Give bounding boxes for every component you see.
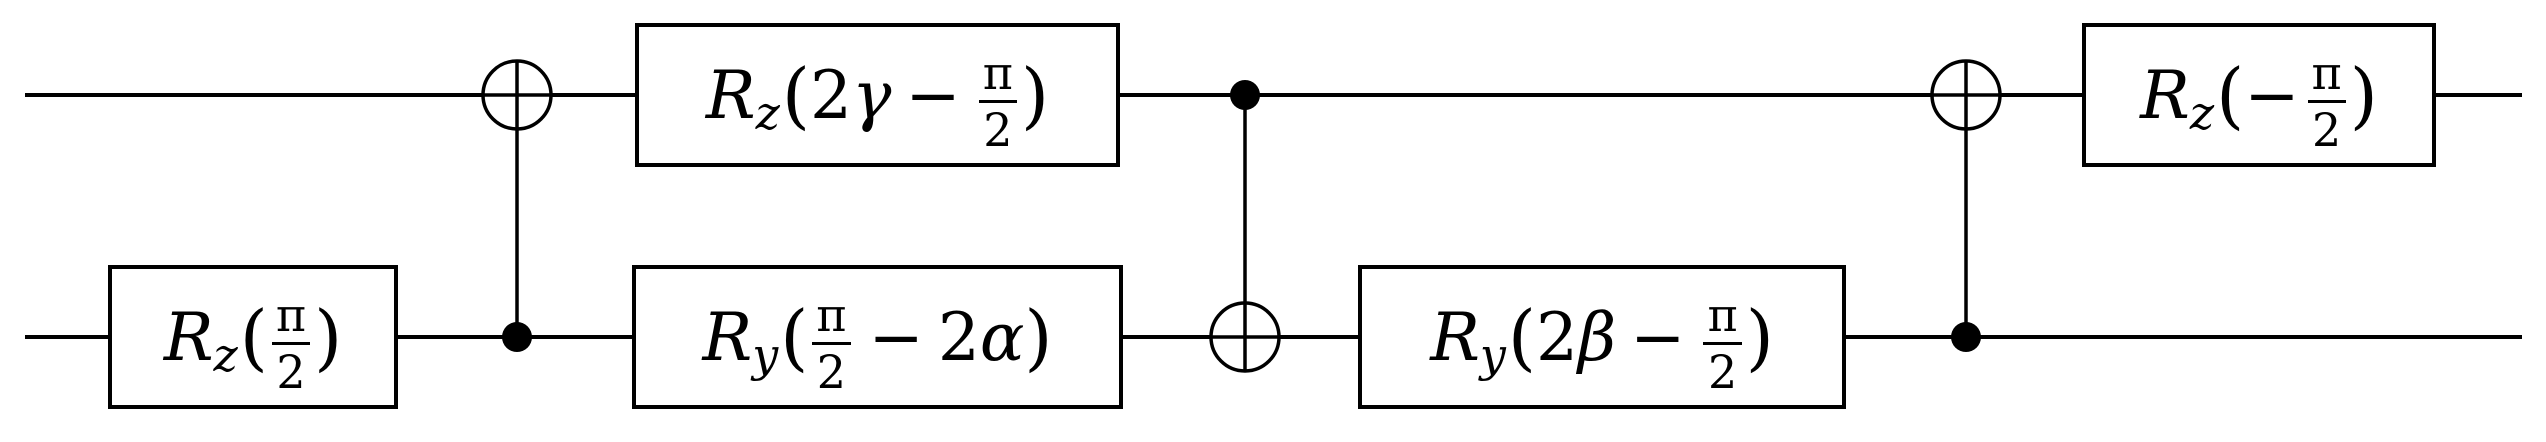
cnot-gate-2 — [1209, 80, 1281, 373]
cnot-gate-1 — [481, 59, 553, 352]
control-dot — [1230, 80, 1260, 110]
control-dot — [502, 322, 532, 352]
control-dot — [1951, 322, 1981, 352]
gate-box-ry-alpha — [632, 265, 1123, 409]
gate-box-rz-neg-pi-over-2 — [2082, 23, 2436, 167]
cnot-gate-3 — [1930, 59, 2002, 352]
gate-box-rz-gamma — [635, 23, 1120, 167]
gate-box-ry-beta — [1358, 265, 1846, 409]
gate-box-rz-pi-over-2 — [108, 265, 398, 409]
